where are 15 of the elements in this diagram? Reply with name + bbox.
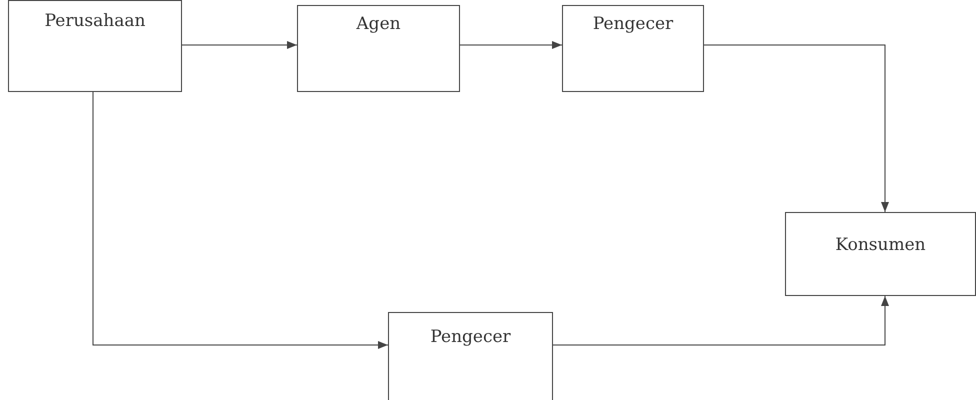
process-box (8, 0, 182, 92)
box-label: Pengecer (430, 327, 511, 347)
box-label: Konsumen (835, 235, 926, 255)
arrow (182, 41, 298, 49)
arrow (552, 296, 889, 346)
box-label: Agen (356, 14, 401, 34)
arrow (460, 41, 562, 49)
process-box (388, 312, 553, 400)
box-label: Perusahaan (44, 11, 146, 31)
box-label: Pengecer (592, 14, 674, 34)
arrow (92, 92, 388, 349)
process-box (785, 212, 976, 296)
arrow (704, 44, 889, 212)
process-box (562, 5, 704, 92)
process-box (297, 5, 460, 92)
